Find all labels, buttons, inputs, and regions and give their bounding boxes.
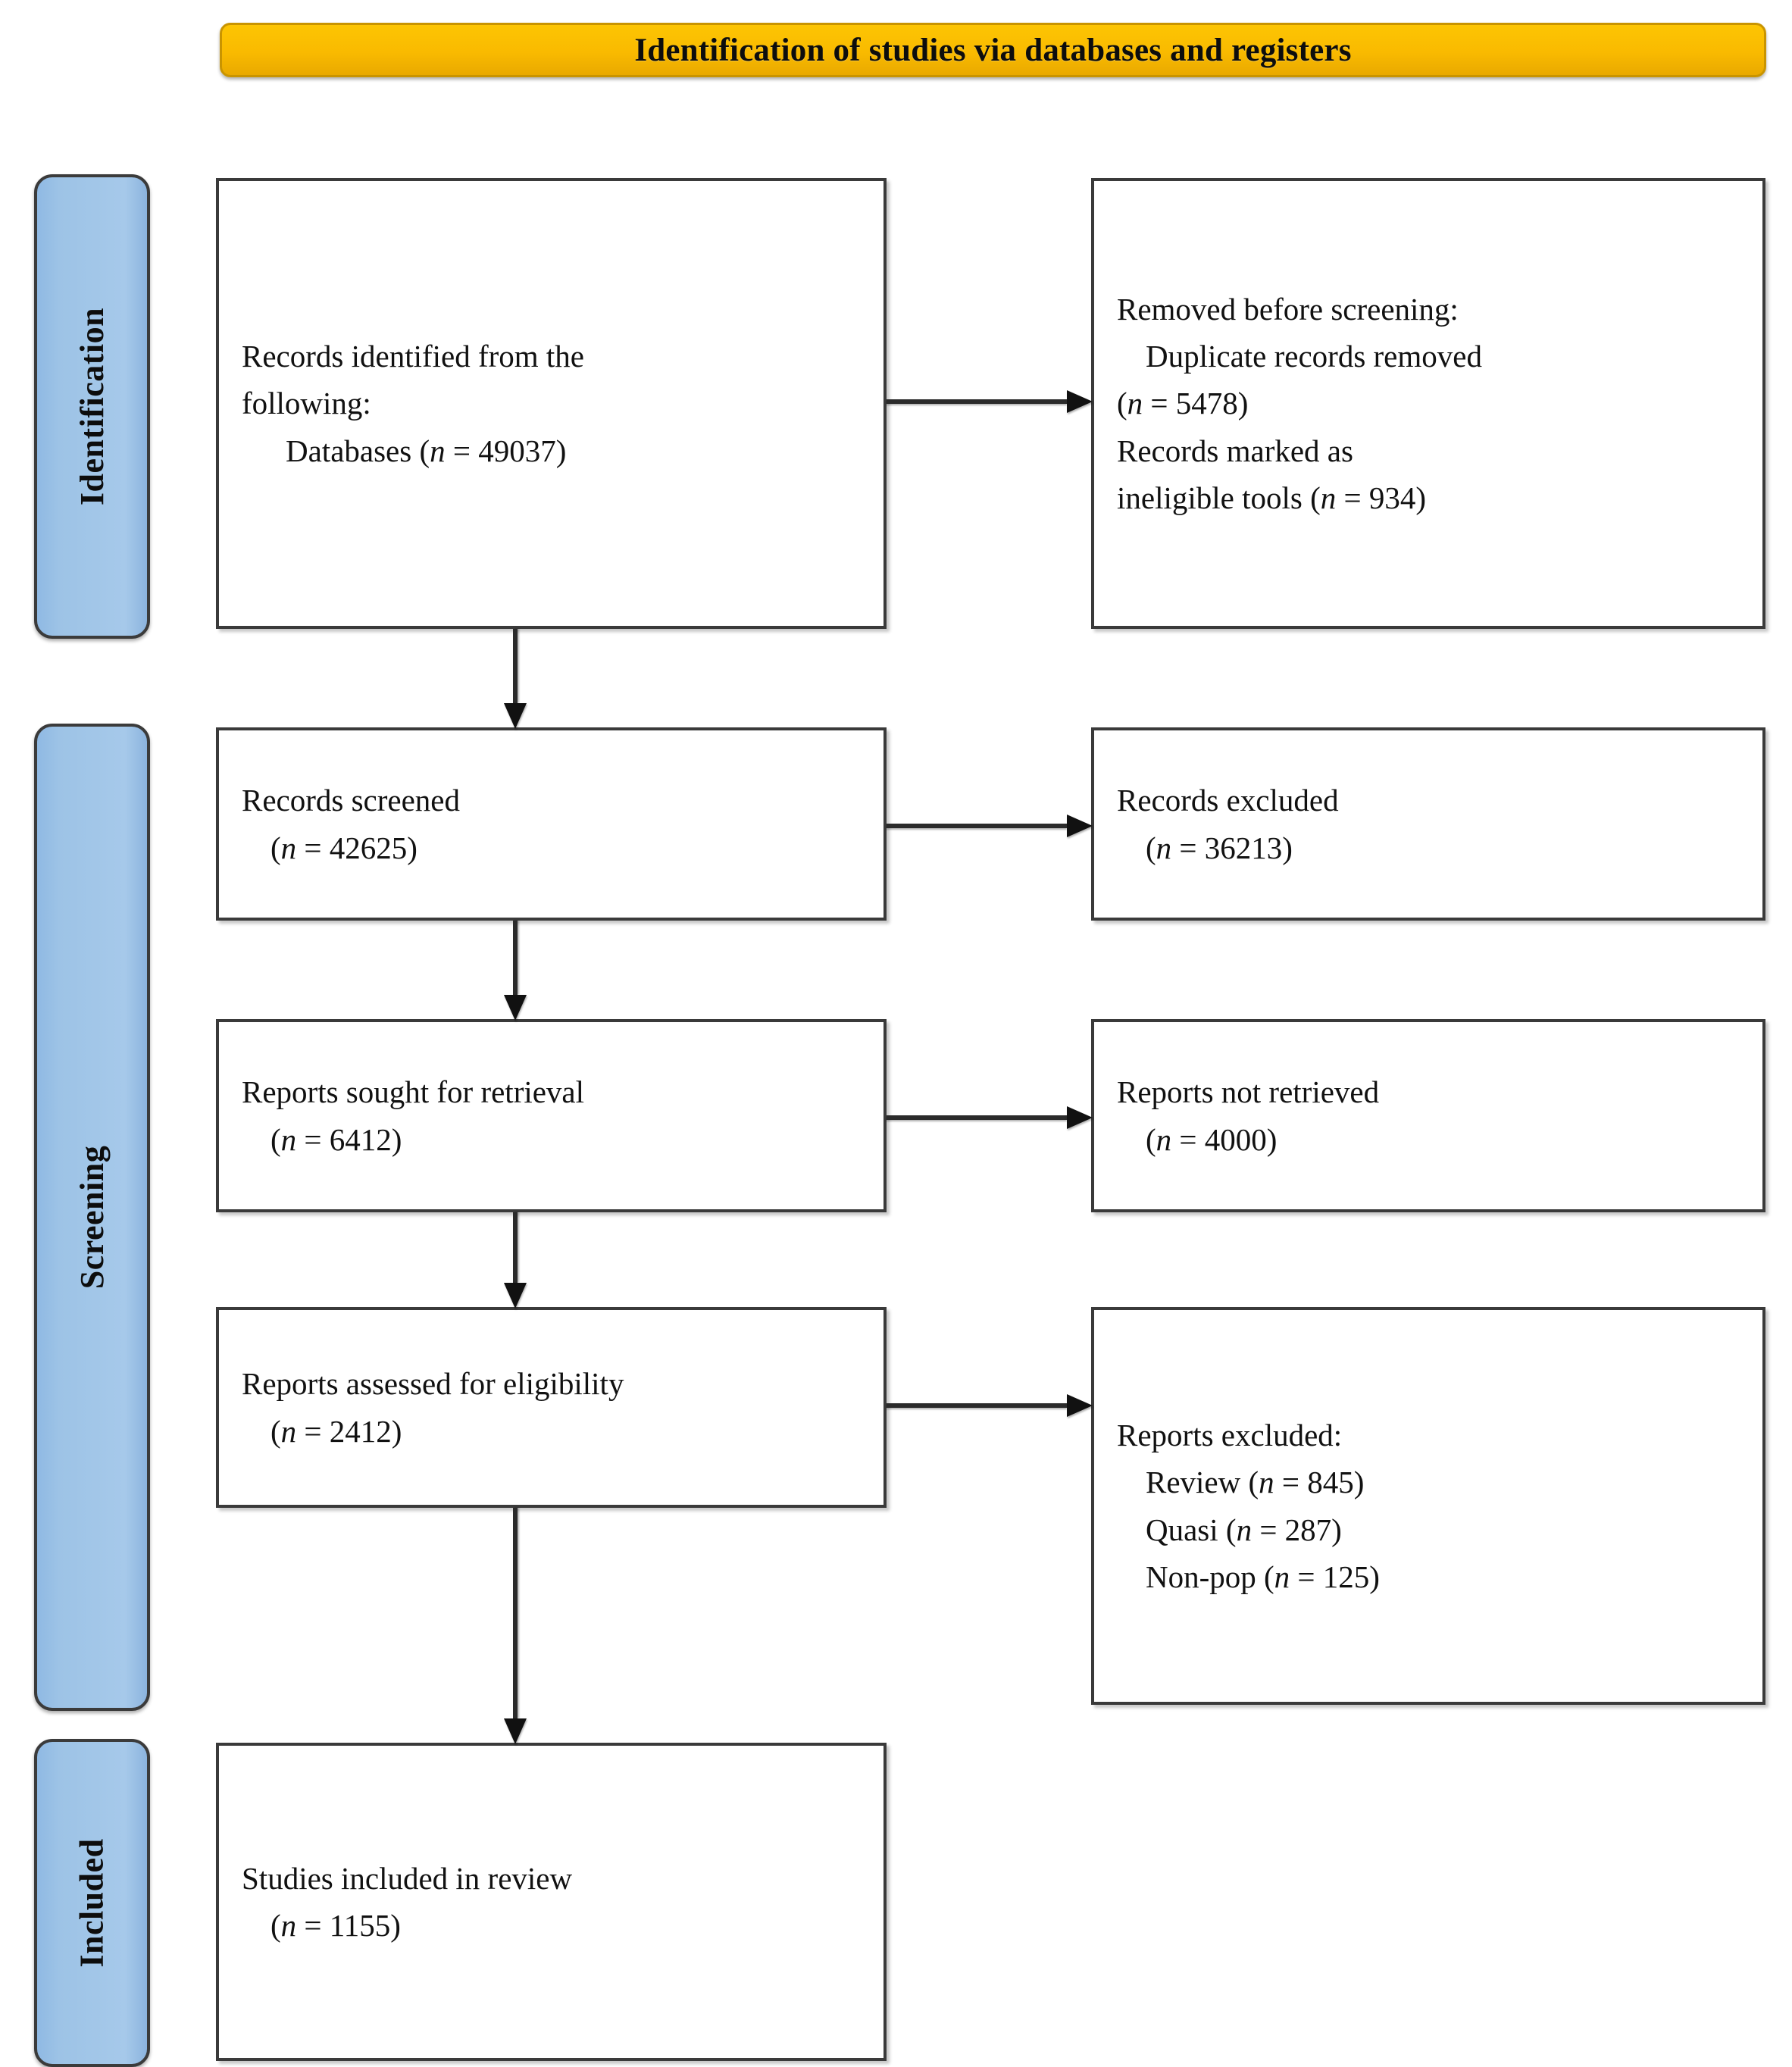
arrow-head-down-icon (504, 1718, 527, 1744)
arrow-shaft (513, 1212, 518, 1283)
arrow-shaft (887, 824, 1067, 828)
box-records-identified-line-1: Records identified from the (242, 339, 585, 374)
arrow-sought-to-not-retrieved (887, 1106, 1093, 1129)
box-reports-sought-line-2: (n = 6412) (271, 1121, 402, 1157)
arrow-shaft (513, 629, 518, 703)
box-reports-excluded-line-3: Quasi (n = 287) (1146, 1512, 1342, 1547)
box-records-identified-line-2: following: (242, 386, 371, 421)
box-reports-excluded-line-1: Reports excluded: (1117, 1417, 1343, 1453)
box-reports-excluded-line-2: Review (n = 845) (1146, 1465, 1365, 1500)
box-records-screened-line-1: Records screened (242, 783, 461, 818)
box-reports-assessed-for-eligibility: Reports assessed for eligibility (n = 24… (216, 1307, 887, 1508)
box-reports-sought-line-1: Reports sought for retrieval (242, 1074, 585, 1110)
arrow-head-down-icon (504, 703, 527, 729)
phase-label-identification: Identification (34, 174, 150, 639)
arrow-screened-to-sought (504, 921, 527, 1021)
arrow-head-down-icon (504, 1283, 527, 1309)
box-reports-excluded-line-4: Non-pop (n = 125) (1146, 1559, 1380, 1594)
box-reports-sought-for-retrieval: Reports sought for retrieval (n = 6412) (216, 1019, 887, 1212)
box-removed-line-2: Duplicate records removed (1146, 339, 1482, 374)
box-reports-excluded: Reports excluded: Review (n = 845) Quasi… (1091, 1307, 1765, 1705)
arrow-shaft (513, 921, 518, 995)
arrow-identified-to-screened (504, 629, 527, 729)
phase-label-identification-text: Identification (73, 307, 111, 506)
box-removed-line-3: (n = 5478) (1117, 386, 1249, 421)
box-removed-line-4: Records marked as (1117, 433, 1353, 468)
box-records-screened-line-2: (n = 42625) (271, 830, 418, 865)
diagram-title: Identification of studies via databases … (634, 32, 1352, 68)
diagram-header-banner: Identification of studies via databases … (220, 23, 1766, 77)
arrow-sought-to-assessed (504, 1212, 527, 1309)
arrow-shaft (513, 1508, 518, 1718)
box-records-identified-line-3: Databases (n = 49037) (286, 433, 567, 468)
box-records-identified: Records identified from the following: D… (216, 178, 887, 629)
box-removed-before-screening: Removed before screening: Duplicate reco… (1091, 178, 1765, 629)
phase-label-screening: Screening (34, 724, 150, 1711)
box-studies-included-in-review: Studies included in review (n = 1155) (216, 1743, 887, 2061)
box-studies-included-line-1: Studies included in review (242, 1860, 573, 1896)
phase-label-included-text: Included (73, 1838, 111, 1968)
arrow-shaft (887, 1403, 1067, 1408)
arrow-head-right-icon (1067, 390, 1093, 413)
box-reports-assessed-line-2: (n = 2412) (271, 1413, 402, 1449)
box-reports-assessed-line-1: Reports assessed for eligibility (242, 1366, 624, 1402)
box-records-excluded-line-1: Records excluded (1117, 783, 1339, 818)
phase-label-screening-text: Screening (73, 1145, 111, 1290)
phase-label-included: Included (34, 1739, 150, 2067)
arrow-head-down-icon (504, 995, 527, 1021)
arrow-shaft (887, 399, 1067, 404)
box-removed-line-1: Removed before screening: (1117, 291, 1459, 327)
arrow-head-right-icon (1067, 1394, 1093, 1417)
arrow-assessed-to-excluded-reports (887, 1394, 1093, 1417)
box-studies-included-line-2: (n = 1155) (271, 1908, 401, 1943)
box-records-excluded-line-2: (n = 36213) (1146, 830, 1293, 865)
arrow-shaft (887, 1115, 1067, 1120)
arrow-identified-to-removed (887, 390, 1093, 413)
box-reports-not-retrieved: Reports not retrieved (n = 4000) (1091, 1019, 1765, 1212)
box-records-excluded: Records excluded (n = 36213) (1091, 727, 1765, 921)
arrow-screened-to-excluded (887, 815, 1093, 837)
arrow-assessed-to-included (504, 1508, 527, 1744)
box-records-screened: Records screened (n = 42625) (216, 727, 887, 921)
arrow-head-right-icon (1067, 1106, 1093, 1129)
box-removed-line-5: ineligible tools (n = 934) (1117, 480, 1427, 515)
box-reports-not-retrieved-line-2: (n = 4000) (1146, 1121, 1278, 1157)
arrow-head-right-icon (1067, 815, 1093, 837)
box-reports-not-retrieved-line-1: Reports not retrieved (1117, 1074, 1380, 1110)
